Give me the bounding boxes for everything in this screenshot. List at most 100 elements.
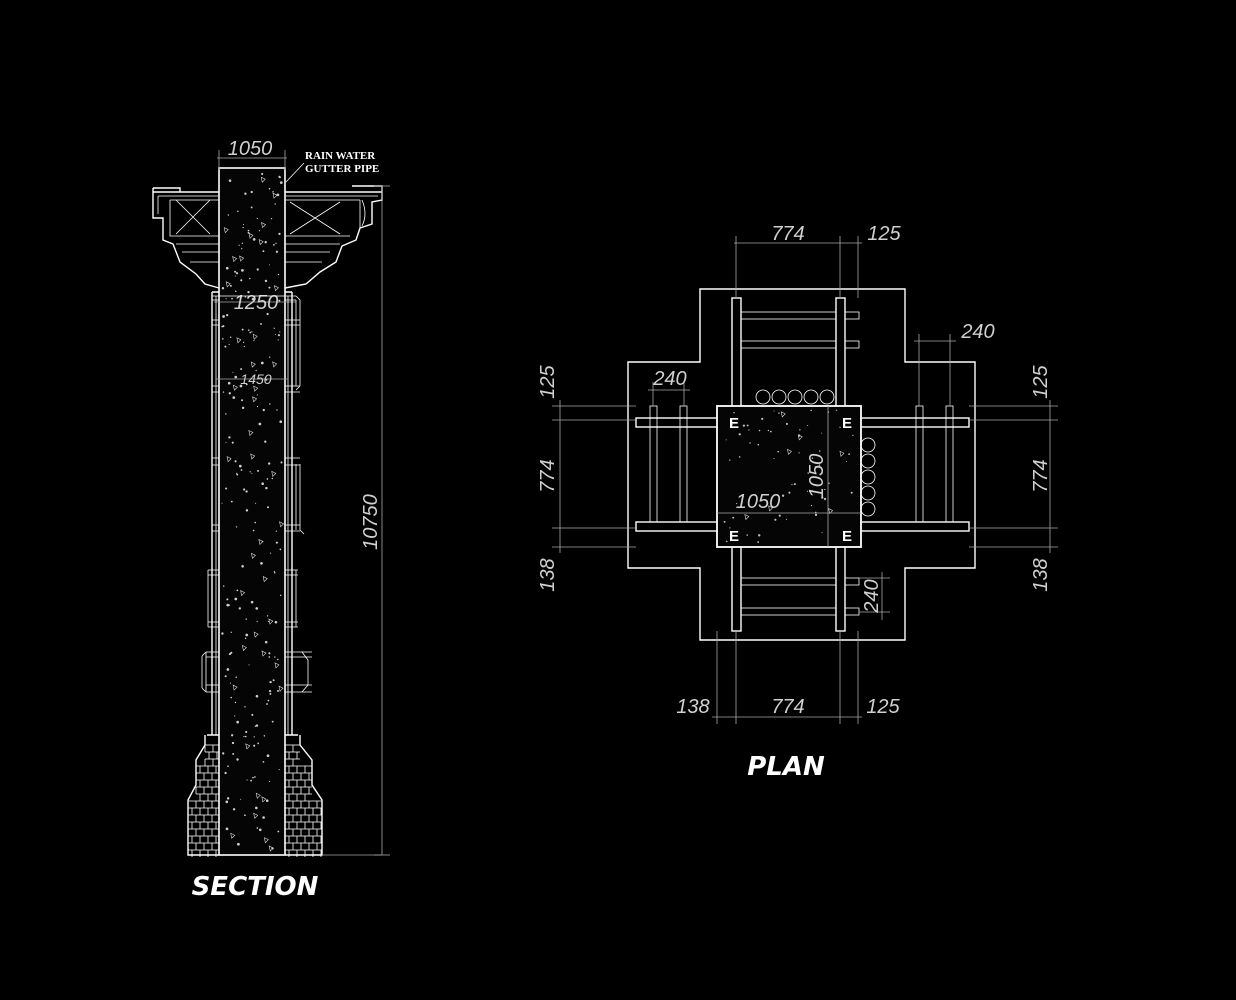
aggregate-dot <box>279 331 281 333</box>
aggregate-dot <box>262 250 265 253</box>
aggregate-mark <box>262 576 268 583</box>
aggregate-dot <box>230 696 233 699</box>
aggregate-dot <box>260 361 264 365</box>
aggregate-dot <box>729 459 731 461</box>
aggregate-dot <box>274 620 278 624</box>
grid-label-top-left: E <box>729 415 739 432</box>
aggregate-dot <box>225 800 229 804</box>
aggregate-mark <box>828 508 834 515</box>
dim-top-125: 125 <box>867 223 901 245</box>
aggregate-mark <box>253 385 259 392</box>
concrete-aggregate-hatch <box>221 172 285 852</box>
aggregate-mark <box>250 453 256 460</box>
aggregate-dot <box>229 336 232 338</box>
aggregate-dot <box>231 441 234 444</box>
aggregate-dot <box>251 297 255 301</box>
gutter-pipe <box>771 389 787 405</box>
plan-outline <box>627 288 976 641</box>
aggregate-dot <box>244 706 246 708</box>
dim-right-240: 240 <box>914 321 995 406</box>
aggregate-dot <box>785 422 788 425</box>
aggregate-dot <box>266 754 270 758</box>
aggregate-dot <box>236 758 239 761</box>
aggregate-dot <box>244 637 247 640</box>
aggregate-dot <box>274 203 276 205</box>
brick-hatch-left <box>187 744 219 857</box>
aggregate-dot <box>793 483 796 486</box>
aggregate-dot <box>807 472 809 474</box>
aggregate-dot <box>228 343 230 345</box>
aggregate-dot <box>240 279 243 282</box>
aggregate-dot <box>846 460 848 462</box>
gutter-pipe <box>787 389 803 405</box>
aggregate-dot <box>245 383 248 386</box>
aggregate-dot <box>271 477 274 480</box>
aggregate-dot <box>278 176 281 179</box>
aggregate-dot <box>786 518 788 520</box>
aggregate-dot <box>767 429 770 432</box>
aggregate-mark <box>232 684 238 691</box>
aggregate-dot <box>253 736 255 738</box>
aggregate-dot <box>738 456 741 458</box>
aggregate-dot <box>234 460 237 463</box>
aggregate-dot <box>256 394 258 396</box>
brick-hatch-right <box>284 744 322 857</box>
aggregate-dot <box>225 487 228 490</box>
aggregate-dot <box>249 331 252 334</box>
aggregate-dot <box>277 273 280 276</box>
aggregate-dot <box>270 218 273 220</box>
aggregate-dot <box>798 452 800 454</box>
aggregate-dot <box>272 679 275 682</box>
aggregate-dot <box>230 651 233 654</box>
aggregate-dot <box>748 429 750 431</box>
aggregate-dot <box>279 420 283 424</box>
aggregate-dot <box>226 797 230 800</box>
aggregate-dot <box>268 356 271 358</box>
aggregate-dot <box>806 490 809 492</box>
aggregate-dot <box>269 692 272 695</box>
aggregate-dot <box>746 534 749 536</box>
aggregate-dot <box>252 238 256 241</box>
gutter-pipe <box>860 453 876 469</box>
aggregate-dot <box>248 277 251 280</box>
aggregate-dot <box>268 656 271 658</box>
aggregate-dot <box>246 779 248 781</box>
aggregate-mark <box>252 333 258 340</box>
aggregate-dot <box>240 798 242 800</box>
aggregate-dot <box>275 530 277 532</box>
aggregate-dot <box>255 607 259 610</box>
aggregate-dot <box>277 658 279 661</box>
aggregate-dot <box>238 607 242 610</box>
aggregate-dot <box>245 490 248 493</box>
aggregate-dot <box>736 502 738 505</box>
aggregate-dot <box>276 409 278 411</box>
aggregate-mark <box>253 812 259 819</box>
aggregate-dot <box>268 690 272 693</box>
aggregate-dot <box>250 779 252 782</box>
aggregate-mark <box>274 285 279 292</box>
aggregate-dot <box>757 443 760 446</box>
aggregate-dot <box>757 541 760 543</box>
aggregate-dot <box>243 735 245 738</box>
aggregate-dot <box>234 270 237 273</box>
aggregate-dot <box>225 827 229 831</box>
aggregate-dot <box>773 458 775 460</box>
aggregate-dot <box>251 472 253 474</box>
aggregate-dot <box>264 440 267 443</box>
aggregate-mark <box>258 538 264 546</box>
aggregate-dot <box>241 328 244 331</box>
aggregate-mark <box>226 456 232 463</box>
aggregate-mark <box>232 384 238 391</box>
aggregate-dot <box>275 541 278 544</box>
dim-right-774: 774 <box>1030 459 1052 492</box>
aggregate-dot <box>821 432 823 434</box>
dim-right-138: 138 <box>1030 558 1052 591</box>
aggregate-dot <box>758 429 761 432</box>
aggregate-dot <box>235 272 239 275</box>
gutter-pipe <box>803 389 819 405</box>
aggregate-mark <box>240 590 246 597</box>
dim-core-height-text: 1050 <box>806 454 828 499</box>
aggregate-dot <box>235 526 238 528</box>
aggregate-dot <box>222 338 224 340</box>
aggregate-dot <box>230 631 232 633</box>
